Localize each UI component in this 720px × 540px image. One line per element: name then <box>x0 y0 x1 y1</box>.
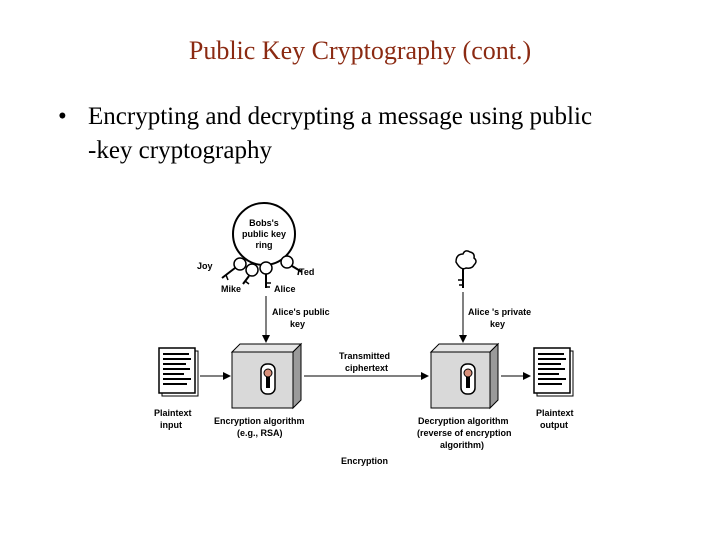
plaintext-input-document-icon <box>158 347 199 397</box>
decryption-algorithm-label-line2: (reverse of encryption <box>417 428 512 438</box>
transmitted-label-line1: Transmitted <box>339 351 390 361</box>
plaintext-output-label-line2: output <box>540 420 568 430</box>
bullet-marker: • <box>58 103 67 130</box>
encryption-algorithm-label-line1: Encryption algorithm <box>214 416 305 426</box>
key-label-alice: Alice <box>274 284 296 294</box>
key-ring-label-line1: Bobs's <box>249 218 279 228</box>
decryption-lock-icon <box>460 363 476 395</box>
private-key-icon <box>455 250 477 288</box>
private-key-label-line1: Alice 's private <box>468 307 531 317</box>
key-label-mike: Mike <box>221 284 241 294</box>
plaintext-output-document-icon <box>533 347 574 397</box>
plaintext-input-label-line2: input <box>160 420 182 430</box>
public-key-label-line1: Alice's public <box>272 307 330 317</box>
key-ring-label-line3: ring <box>256 240 273 250</box>
encryption-lock-icon <box>260 363 276 395</box>
ted-key-icon <box>280 255 303 276</box>
private-key-label-line2: key <box>490 319 505 329</box>
encryption-algorithm-label-line2: (e.g., RSA) <box>237 428 283 438</box>
key-label-ted: Ted <box>299 267 314 277</box>
decryption-algorithm-label-line3: algorithm) <box>440 440 484 450</box>
plaintext-input-label-line1: Plaintext <box>154 408 192 418</box>
joy-key-icon <box>221 257 247 281</box>
key-ring-label-line2: public key <box>242 229 286 239</box>
alice-key-icon <box>259 261 273 288</box>
diagram-caption: Encryption <box>341 456 388 466</box>
decryption-algorithm-label-line1: Decryption algorithm <box>418 416 509 426</box>
public-key-label-line2: key <box>290 319 305 329</box>
transmitted-label-line2: ciphertext <box>345 363 388 373</box>
mike-key-icon <box>242 263 259 285</box>
bullet-text: Encrypting and decrypting a message usin… <box>88 103 593 164</box>
key-label-joy: Joy <box>197 261 213 271</box>
plaintext-output-label-line1: Plaintext <box>536 408 574 418</box>
slide-title: Public Key Cryptography (cont.) <box>188 36 532 65</box>
